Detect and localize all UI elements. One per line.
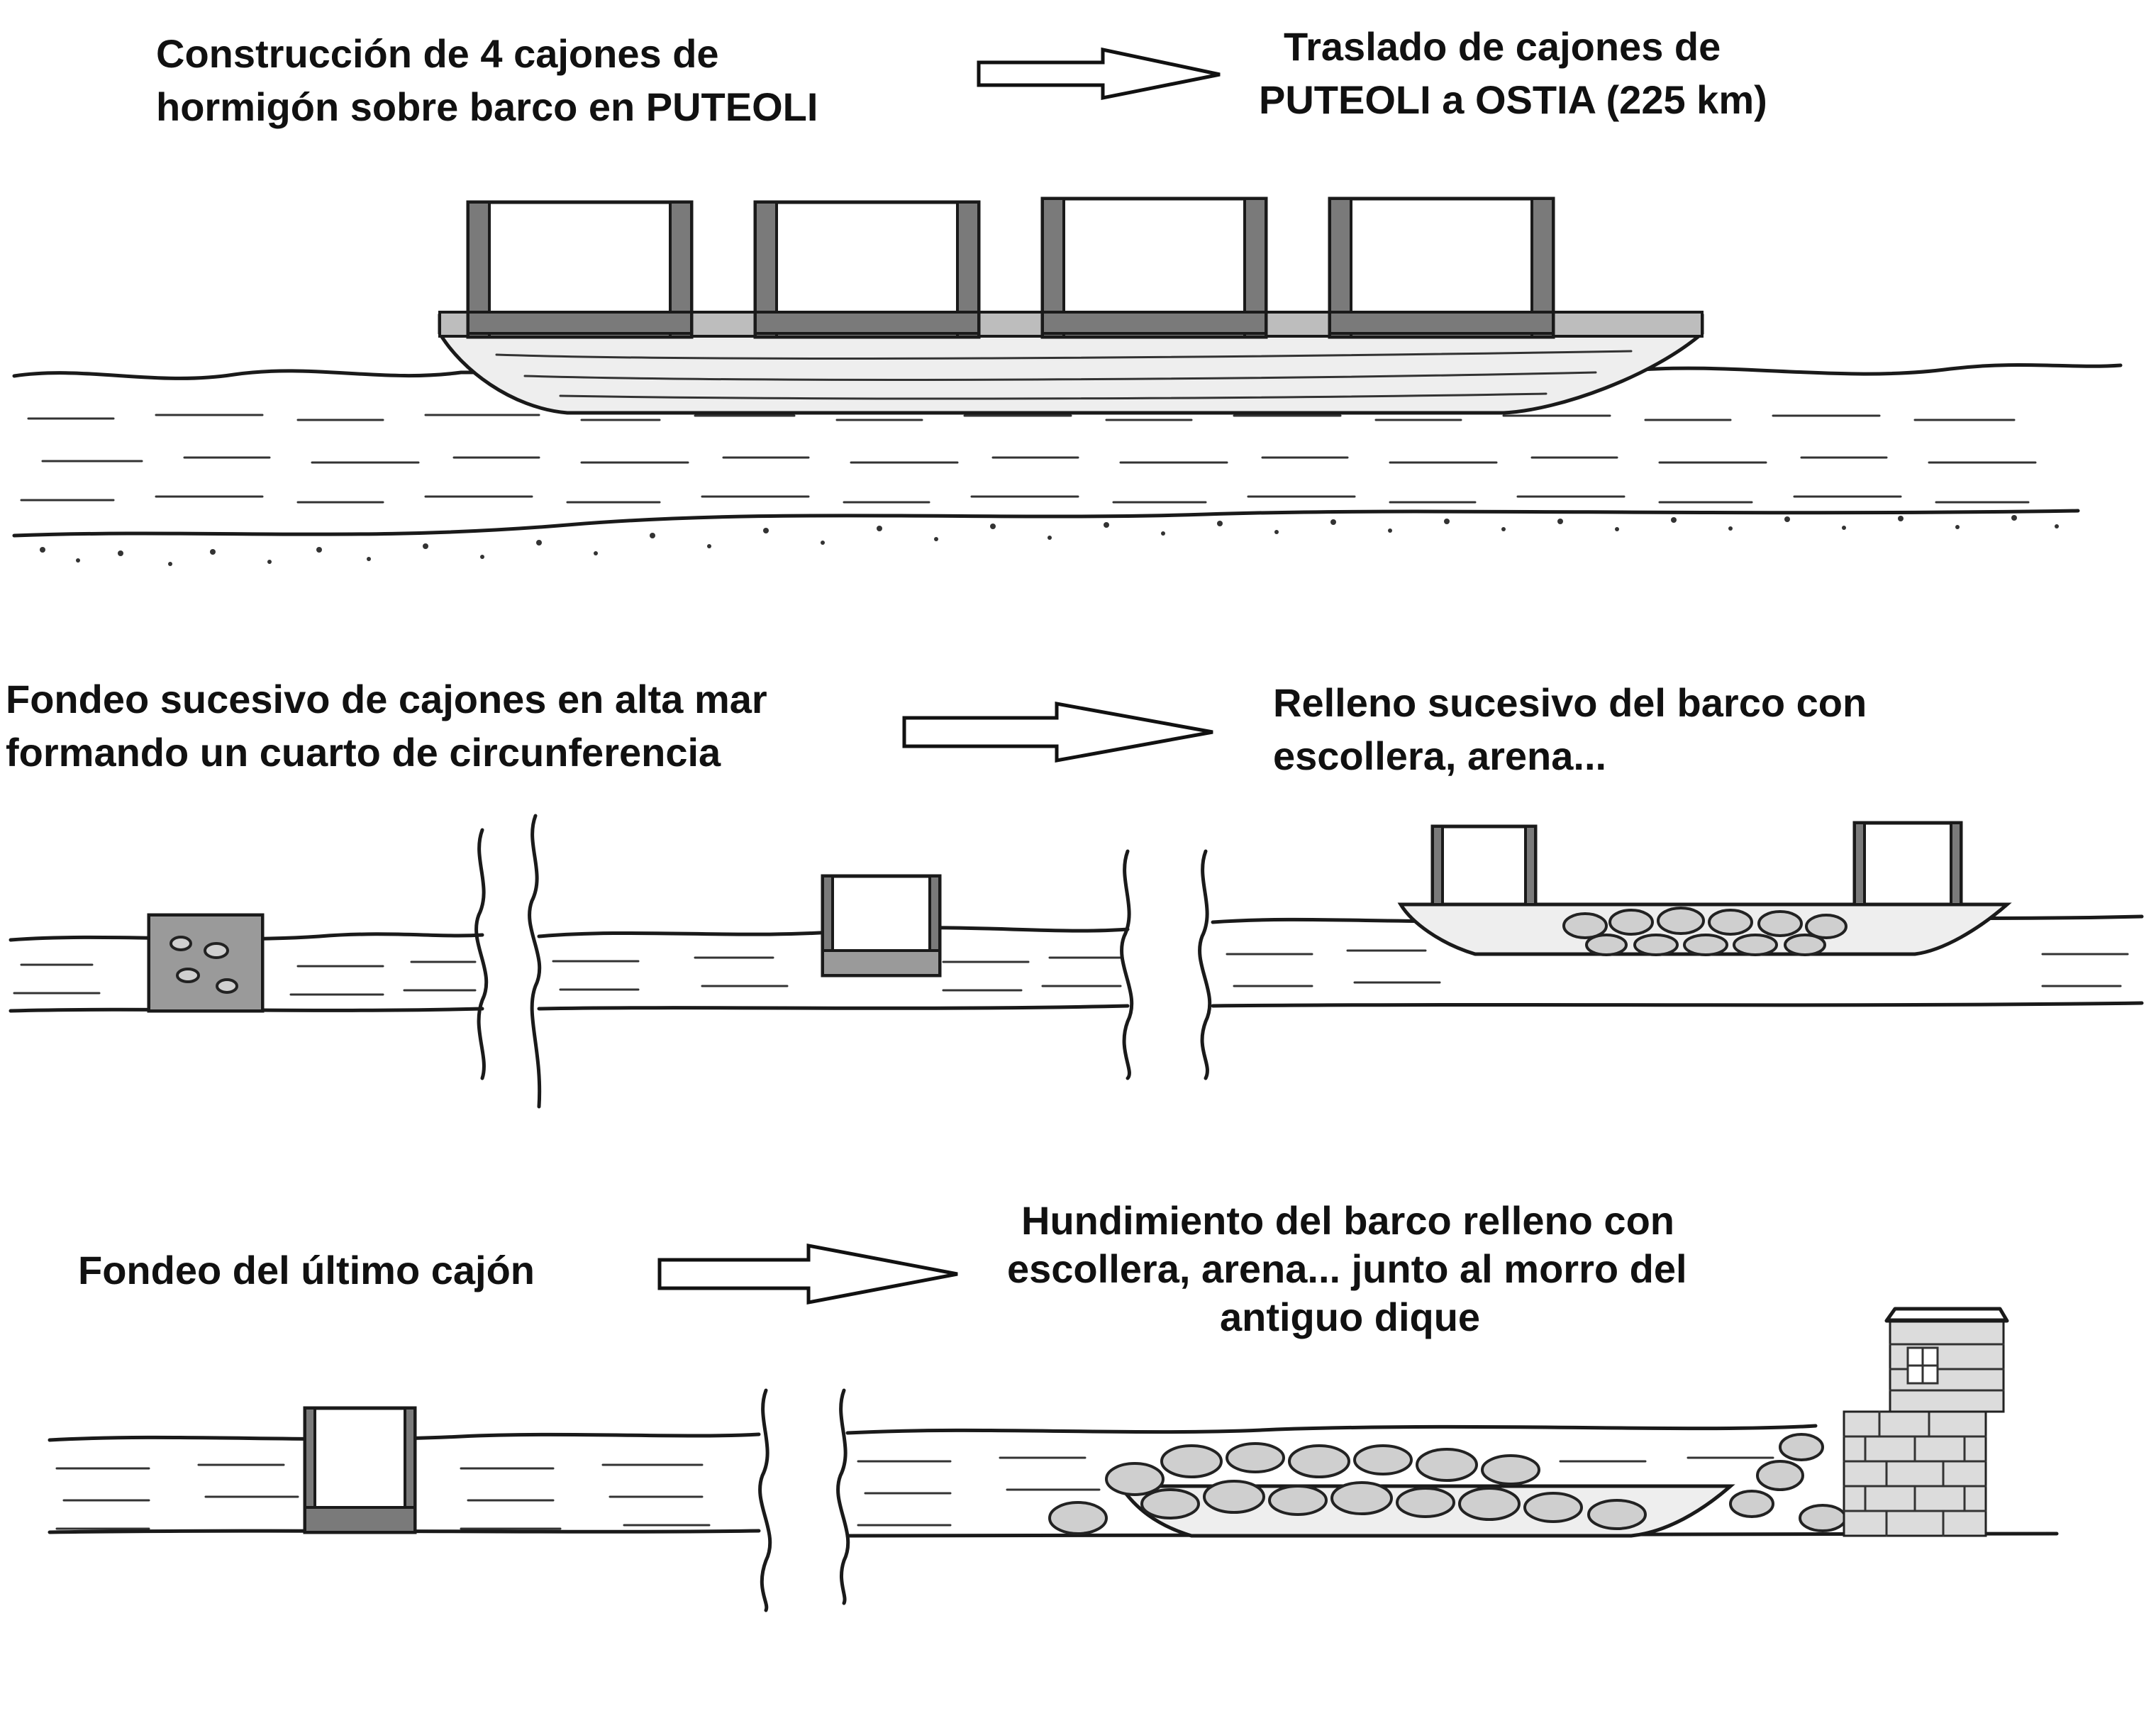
label-traslado-line1: Traslado de cajones de: [1284, 24, 1721, 69]
wave-lines-scene-b: [552, 956, 1122, 992]
seabed-line: [12, 509, 2080, 538]
break-line-3: [1120, 849, 1134, 1080]
fill-rocks-ship: [1562, 907, 1847, 956]
label-traslado: Traslado de cajones de PUTEOLI a OSTIA (…: [1259, 24, 1767, 122]
break-line-1: [474, 828, 489, 1080]
arrow-construccion-to-traslado: [977, 47, 1221, 101]
break-line-5: [758, 1388, 772, 1612]
sea-surface-scene-a: [9, 932, 484, 942]
label-relleno-line1: Relleno sucesivo del barco con: [1273, 680, 1867, 725]
seabed-scene-c: [1211, 1001, 2144, 1008]
label-hundimiento-line1: Hundimiento del barco relleno con: [1021, 1198, 1674, 1243]
wave-lines-scene-d: [55, 1463, 711, 1530]
sea-surface-scene-d: [48, 1432, 761, 1442]
label-fondeo-sucesivo-line2: formando un cuarto de circunferencia: [6, 730, 721, 775]
remaining-caisson-c2: [1852, 821, 1963, 907]
label-construccion-line2: hormigón sobre barco en PUTEOLI: [156, 84, 818, 129]
rubble-mound: [1048, 1433, 1847, 1535]
label-relleno: Relleno sucesivo del barco con escollera…: [1273, 680, 1867, 778]
sea-surface-scene-e: [845, 1424, 1818, 1435]
seabed-gravel: [40, 515, 2059, 566]
wave-lines: [20, 414, 2037, 504]
anchored-caisson-a: [147, 913, 265, 1013]
panel-successive-anchoring: [9, 814, 2144, 1109]
label-hundimiento-line2: escollera, arena... junto al morro del: [1007, 1246, 1687, 1291]
sinking-caisson-b: [821, 874, 942, 978]
seabed-scene-b: [537, 1004, 1130, 1011]
last-caisson: [303, 1406, 417, 1534]
arrow-fondeo-to-hundimiento: [657, 1243, 958, 1305]
label-fondeo-sucesivo-line1: Fondeo sucesivo de cajones en alta mar: [6, 677, 767, 721]
label-fondeo-ultimo: Fondeo del último cajón: [78, 1248, 535, 1292]
hull-planks: [495, 350, 1633, 400]
caisson-4: [1328, 196, 1555, 339]
ship-hull: [438, 314, 1704, 415]
arrow-fondeo-to-relleno: [902, 702, 1213, 763]
label-construccion: Construcción de 4 cajones de hormigón so…: [156, 31, 818, 129]
remaining-caisson-c1: [1430, 824, 1538, 907]
break-line-4: [1198, 849, 1212, 1080]
seabed-scene-d: [48, 1529, 761, 1534]
old-breakwater-head: [1843, 1307, 2009, 1537]
panel-last-caisson-and-sinking: [48, 1307, 2059, 1612]
break-line-6: [836, 1388, 850, 1605]
label-traslado-line2: PUTEOLI a OSTIA (225 km): [1259, 77, 1767, 122]
caisson-1: [466, 200, 694, 339]
label-relleno-line2: escollera, arena...: [1273, 733, 1606, 778]
label-construccion-line1: Construcción de 4 cajones de: [156, 31, 719, 76]
wave-lines-scene-e: [857, 1456, 1774, 1527]
panel-ship-transport: [12, 196, 2123, 566]
wave-lines-scene-c: [1226, 949, 2129, 987]
ship-hull-filling: [1397, 902, 2012, 956]
break-line-2: [528, 814, 542, 1109]
label-hundimiento: Hundimiento del barco relleno con escoll…: [1007, 1198, 1687, 1339]
label-fondeo-sucesivo: Fondeo sucesivo de cajones en alta mar f…: [6, 677, 767, 775]
caisson-2: [753, 200, 981, 339]
label-fondeo-ultimo-text: Fondeo del último cajón: [78, 1248, 535, 1292]
caisson-3: [1040, 196, 1268, 339]
label-hundimiento-line3: antiguo dique: [1220, 1295, 1480, 1339]
